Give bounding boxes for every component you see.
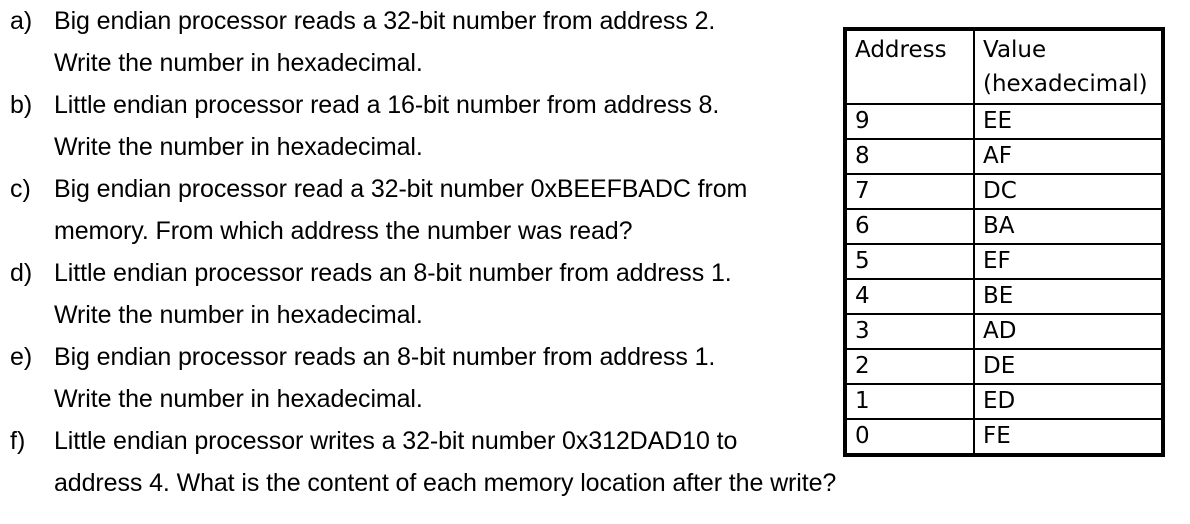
table-row: 3 AD xyxy=(844,313,1164,350)
header-value-label-line2: (hexadecimal) xyxy=(983,71,1148,97)
header-address-label: Address xyxy=(855,37,947,63)
question-marker-f: f) xyxy=(10,427,26,455)
cell-address: 1 xyxy=(844,383,975,420)
question-item-c: c) Big endian processor read a 32-bit nu… xyxy=(0,168,840,252)
question-line-c-1: Big endian processor read a 32-bit numbe… xyxy=(54,175,748,203)
table-row: 5 EF xyxy=(844,243,1164,280)
cell-value: EE xyxy=(973,103,1164,140)
cell-address: 2 xyxy=(844,348,975,385)
cell-address: 0 xyxy=(844,418,975,456)
question-marker-a: a) xyxy=(10,7,33,35)
cell-address: 7 xyxy=(844,173,975,210)
question-marker-d: d) xyxy=(10,259,33,287)
question-item-d: d) Little endian processor reads an 8-bi… xyxy=(0,252,840,336)
memory-table-body: 9 EE 8 AF 7 DC 6 BA 5 EF 4 BE xyxy=(844,103,1164,456)
question-line-d-1: Little endian processor reads an 8-bit n… xyxy=(54,259,732,287)
table-row: 1 ED xyxy=(844,383,1164,420)
table-row: 4 BE xyxy=(844,278,1164,315)
cell-address: 4 xyxy=(844,278,975,315)
cell-address: 6 xyxy=(844,208,975,245)
question-item-b: b) Little endian processor read a 16-bit… xyxy=(0,84,840,168)
cell-value: BA xyxy=(973,208,1164,245)
question-line-e-1: Big endian processor reads an 8-bit numb… xyxy=(54,343,716,371)
question-marker-c: c) xyxy=(10,175,31,203)
cell-address: 3 xyxy=(844,313,975,350)
question-list: a) Big endian processor reads a 32-bit n… xyxy=(0,0,840,504)
memory-table-head: Address Value (hexadecimal) xyxy=(844,28,1164,105)
memory-table-header-row: Address Value (hexadecimal) xyxy=(844,28,1164,105)
question-line-f-2: address 4. What is the content of each m… xyxy=(54,469,837,497)
question-line-b-2: Write the number in hexadecimal. xyxy=(54,133,423,161)
cell-value: DE xyxy=(973,348,1164,385)
cell-value: AF xyxy=(973,138,1164,175)
table-row: 8 AF xyxy=(844,138,1164,175)
question-line-e-2: Write the number in hexadecimal. xyxy=(54,385,423,413)
question-line-b-1: Little endian processor read a 16-bit nu… xyxy=(54,91,720,119)
cell-value: AD xyxy=(973,313,1164,350)
table-row: 0 FE xyxy=(844,418,1164,456)
cell-value: FE xyxy=(973,418,1164,456)
question-line-a-1: Big endian processor reads a 32-bit numb… xyxy=(54,7,716,35)
question-line-c-2: memory. From which address the number wa… xyxy=(54,217,633,245)
table-row: 9 EE xyxy=(844,103,1164,140)
question-line-d-2: Write the number in hexadecimal. xyxy=(54,301,423,329)
memory-table-header-address: Address xyxy=(844,28,975,105)
cell-address: 9 xyxy=(844,103,975,140)
cell-address: 8 xyxy=(844,138,975,175)
table-row: 2 DE xyxy=(844,348,1164,385)
question-item-e: e) Big endian processor reads an 8-bit n… xyxy=(0,336,840,420)
memory-table-container: Address Value (hexadecimal) 9 EE 8 AF 7 … xyxy=(843,27,1165,457)
question-item-f: f) Little endian processor writes a 32-b… xyxy=(0,420,840,504)
cell-value: BE xyxy=(973,278,1164,315)
header-value-label-line1: Value xyxy=(983,37,1047,63)
table-row: 6 BA xyxy=(844,208,1164,245)
question-line-a-2: Write the number in hexadecimal. xyxy=(54,49,423,77)
question-marker-b: b) xyxy=(10,91,33,119)
cell-value: ED xyxy=(973,383,1164,420)
cell-value: EF xyxy=(973,243,1164,280)
table-row: 7 DC xyxy=(844,173,1164,210)
memory-table: Address Value (hexadecimal) 9 EE 8 AF 7 … xyxy=(843,27,1165,457)
question-item-a: a) Big endian processor reads a 32-bit n… xyxy=(0,0,840,84)
cell-value: DC xyxy=(973,173,1164,210)
question-marker-e: e) xyxy=(10,343,33,371)
question-line-f-1: Little endian processor writes a 32-bit … xyxy=(54,427,738,455)
cell-address: 5 xyxy=(844,243,975,280)
memory-table-header-value: Value (hexadecimal) xyxy=(973,28,1164,105)
